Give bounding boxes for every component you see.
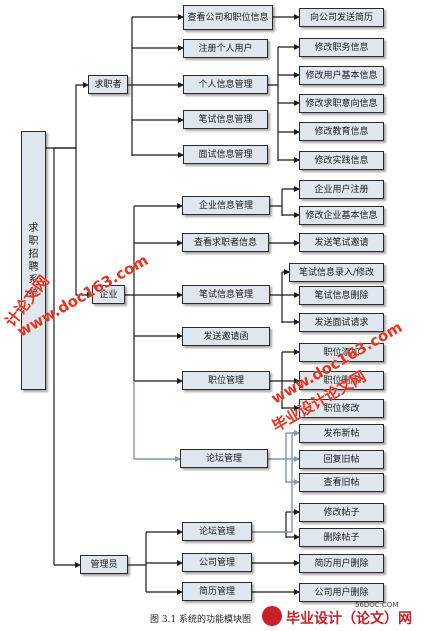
edge-enterprise-forum [133,381,181,462]
node-delete-post: 删除帖子 [299,528,384,547]
node-ent-written-test: 笔试信息管理 [182,285,270,304]
node-send-interview-notice: 发送面试请求 [299,313,384,332]
node-view-seekers: 查看求职者信息 [182,233,269,252]
brand-name-text: 毕业设计（论文）网 [286,611,412,627]
node-post-new: 发布新帖 [299,424,384,443]
node-job-seeker: 求职者 [88,75,128,94]
node-company-info: 企业信息管理 [182,196,270,215]
node-edit-practice: 修改实践信息 [299,151,384,170]
node-send-invite: 发送邀请函 [182,327,270,346]
node-view-old: 查看旧帖 [299,473,384,492]
node-edit-post: 修改帖子 [299,503,384,522]
node-company-user-delete: 公司用户删除 [299,583,384,602]
node-send-test-invite: 发送笔试邀请 [299,233,384,252]
node-register: 注册个人用户 [183,39,268,58]
node-company-register: 企业用户注册 [299,180,384,199]
node-test-delete: 笔试信息删除 [299,286,384,305]
node-edit-position: 修改职务信息 [299,38,384,57]
figure-caption: 图 3.1 系统的功能模块图 [150,615,252,625]
node-test-entry: 笔试信息录入/修改 [289,263,384,282]
brand-logo-icon [262,606,282,626]
node-send-resume: 向公司发送简历 [299,8,384,27]
node-edit-company-basic: 修改企业基本信息 [299,206,384,225]
node-view-company: 查看公司和职位信息 [183,5,273,30]
node-position: 职位管理 [182,371,270,390]
node-position-delete: 职位删除 [299,371,384,390]
brand-site-text: 56DOC.COM [355,601,399,609]
node-enterprise: 企业 [92,285,125,304]
node-edit-intent: 修改求职意向信息 [299,94,384,113]
node-position-add: 职位添加 [299,343,384,362]
node-interview: 面试信息管理 [183,145,268,164]
node-js-written-test: 笔试信息管理 [183,110,268,129]
node-admin-resume: 简历管理 [182,582,252,601]
node-position-edit: 职位修改 [299,399,384,418]
node-edit-education: 修改教育信息 [299,122,384,141]
node-personal-info: 个人信息管理 [183,75,268,94]
root-node-system: 求职招聘系统 [21,131,46,390]
node-reply-old: 回复旧帖 [299,450,384,469]
edge-root-enterprise [54,147,93,298]
edge-root-jobseeker [54,82,89,149]
edge-admin-forum-to-posts [252,430,300,533]
node-admin-forum: 论坛管理 [182,522,252,541]
node-edit-basic: 修改用户基本信息 [299,66,384,85]
edge-root-trunk [46,147,55,565]
node-resume-user-delete: 简历用户删除 [299,554,384,573]
edge-js-trunk [128,17,133,156]
node-ent-forum: 论坛管理 [180,449,268,468]
node-admin-company: 公司管理 [182,553,252,572]
node-admin: 管理员 [80,555,128,574]
